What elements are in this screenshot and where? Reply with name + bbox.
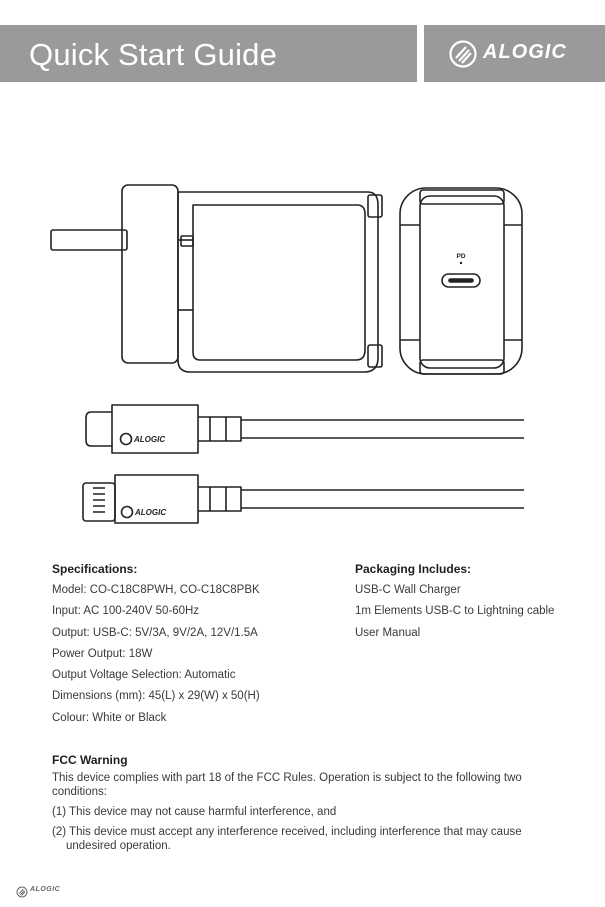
- spec-line: Input: AC 100-240V 50-60Hz: [52, 605, 200, 618]
- packaging-section: Packaging Includes: USB-C Wall Charger 1…: [355, 559, 554, 644]
- packaging-item: User Manual: [355, 626, 421, 639]
- usb-c-cable-brand: ALOGIC: [133, 435, 165, 444]
- spec-line: Model: CO-C18C8PWH, CO-C18C8PBK: [52, 584, 260, 596]
- packaging-item: USB-C Wall Charger: [355, 584, 461, 596]
- product-illustration: PD ALOGIC ALOGIC: [50, 184, 524, 524]
- pd-port-label: PD: [456, 253, 465, 260]
- spec-line: Power Output: 18W: [52, 647, 153, 660]
- fcc-condition: (2) This device must accept any interfer…: [52, 826, 522, 852]
- fcc-intro: This device complies with part 18 of the…: [52, 772, 522, 798]
- packaging-item: 1m Elements USB-C to Lightning cable: [355, 605, 555, 618]
- fcc-condition: (1) This device may not cause harmful in…: [52, 806, 337, 818]
- spec-line: Dimensions (mm): 45(L) x 29(W) x 50(H): [52, 690, 260, 703]
- packaging-heading: Packaging Includes:: [355, 562, 472, 576]
- fcc-warning-section: FCC Warning This device complies with pa…: [52, 752, 572, 859]
- footer-brand: ALOGIC: [30, 886, 61, 893]
- spec-line: Output Voltage Selection: Automatic: [52, 669, 236, 682]
- charger-side-view: [50, 184, 383, 373]
- lightning-cable-brand: ALOGIC: [134, 508, 166, 517]
- footer-logo-icon: [16, 886, 28, 898]
- brand-name: ALOGIC: [483, 41, 567, 63]
- page-title: Quick Start Guide: [29, 37, 278, 72]
- fcc-heading: FCC Warning: [52, 753, 128, 767]
- usb-c-cable: [85, 404, 524, 454]
- lightning-cable: [82, 474, 524, 524]
- specifications-section: Specifications: Model: CO-C18C8PWH, CO-C…: [52, 559, 260, 729]
- spec-line: Output: USB-C: 5V/3A, 9V/2A, 12V/1.5A: [52, 626, 258, 639]
- alogic-logo-icon: [449, 40, 477, 68]
- charger-front-view: [399, 187, 523, 375]
- header-bar: Quick Start Guide: [0, 25, 417, 82]
- brand-logo-box: ALOGIC: [424, 25, 605, 82]
- spec-line: Colour: White or Black: [52, 711, 167, 724]
- specifications-heading: Specifications:: [52, 562, 138, 576]
